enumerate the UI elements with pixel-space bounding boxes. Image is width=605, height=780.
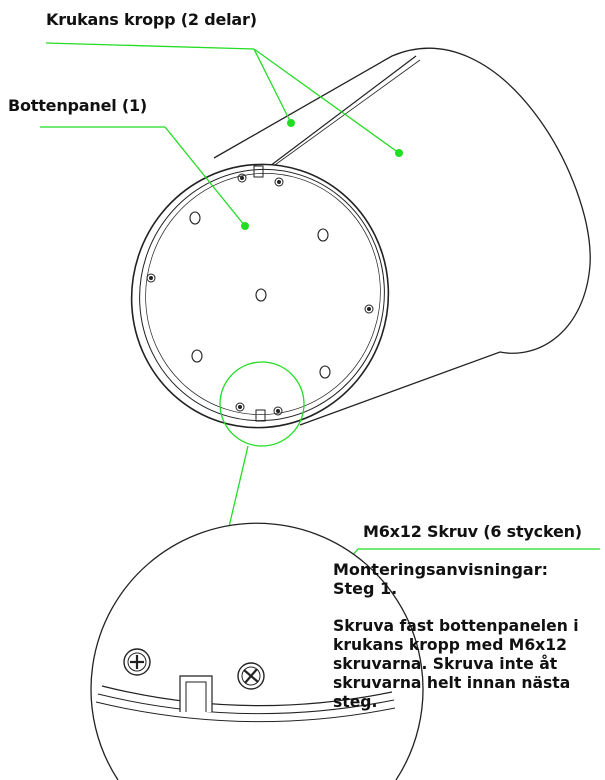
- body-seam-line-2: [267, 59, 421, 171]
- detail-tab: [179, 675, 213, 712]
- detail-rim-1: [101, 685, 393, 707]
- callout-dot-icon: [241, 119, 403, 230]
- instructions-body: Skruva fast bottenpanelen i krukans krop…: [333, 617, 579, 711]
- leader-body-underline: [45, 42, 255, 50]
- instructions-heading: Monteringsanvisningar:: [333, 560, 548, 579]
- hole-icon: [189, 211, 331, 379]
- panel-inner-rim: [139, 168, 385, 422]
- leader-body-to-seam: [253, 48, 292, 124]
- label-screw: M6x12 Skruv (6 stycken): [363, 522, 582, 541]
- panel-tab-bottom: [255, 409, 266, 422]
- body-seam-line: [261, 55, 417, 173]
- leader-body-to-shell: [253, 48, 400, 154]
- screw-icon: [146, 173, 374, 416]
- detail-circle: [219, 361, 305, 447]
- label-bottom-panel: Bottenpanel (1): [8, 96, 148, 115]
- label-planter-body: Krukans kropp (2 delar): [46, 10, 257, 29]
- instructions-step: Steg 1.: [333, 579, 398, 598]
- leader-detail: [227, 445, 249, 532]
- screw-icon: [237, 662, 265, 690]
- instructions-block: Monteringsanvisningar: Steg 1. Skruva fa…: [333, 560, 605, 712]
- detail-tab-inner: [185, 681, 207, 712]
- detail-rim-3: [95, 701, 396, 723]
- screw-icon: [123, 648, 151, 676]
- bottom-panel: [130, 163, 390, 429]
- panel-inner-rim-2: [145, 173, 381, 415]
- detail-view: [90, 522, 424, 780]
- panel-tab-top: [253, 165, 264, 178]
- leader-bottom-to-panel: [164, 126, 246, 227]
- detail-rim-2: [97, 693, 395, 715]
